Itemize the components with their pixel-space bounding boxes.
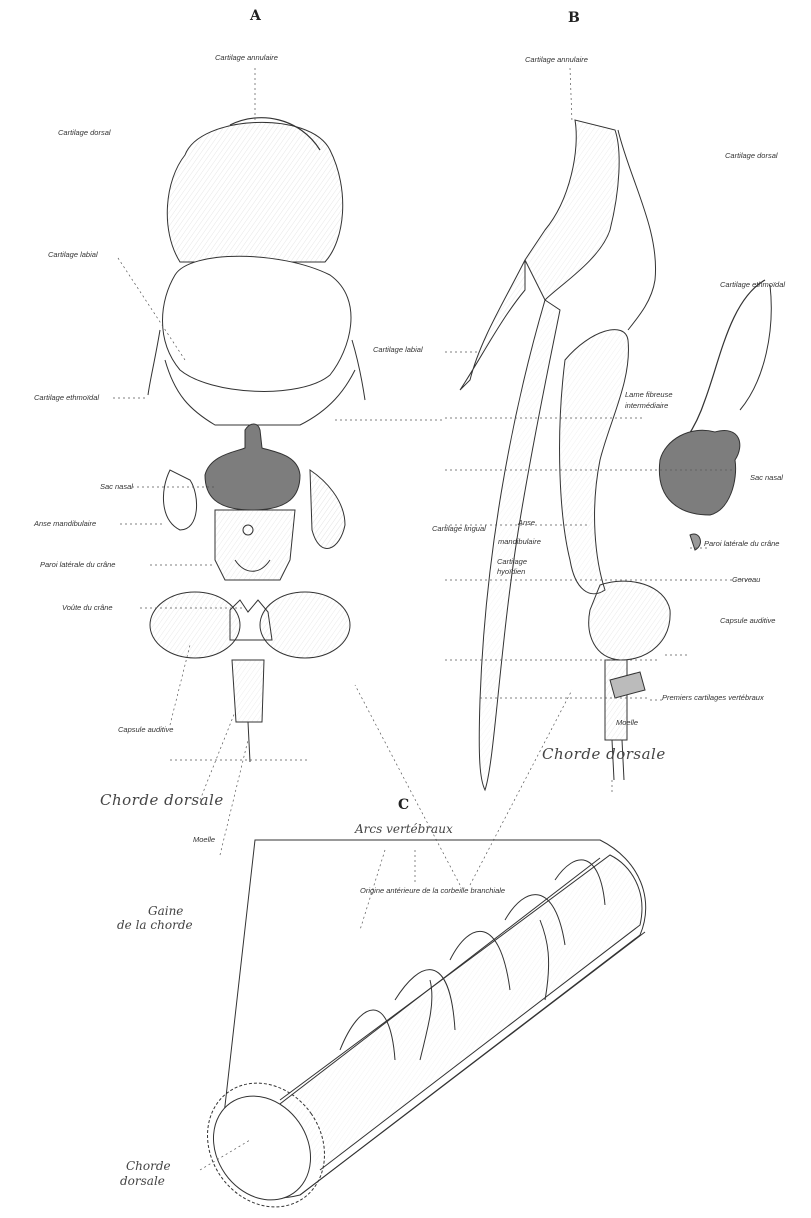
figure-label-a: A xyxy=(250,8,261,24)
a-label-anse-mandibulaire: Anse mandibulaire xyxy=(34,520,96,528)
a-label-capsule-auditive: Capsule auditive xyxy=(118,726,173,734)
b-label-cerveau: Cerveau xyxy=(732,576,760,584)
b-label-lame-intermediaire: intermédiaire xyxy=(625,402,668,410)
b-label-cartilage-lingual: Cartilage lingual xyxy=(432,525,486,533)
a-label-voute: Voûte du crâne xyxy=(62,604,113,612)
figure-label-c: C xyxy=(398,797,409,813)
c-label-arcs-vertebraux: Arcs vertébraux xyxy=(355,823,453,835)
b-label-chorde-dorsale: Chorde dorsale xyxy=(542,747,666,762)
b-label-mandibulaire: mandibulaire xyxy=(498,538,541,546)
b-label-cartilage-hyoidien-2: hyoïdien xyxy=(497,568,525,576)
b-label-cartilage-dorsal: Cartilage dorsal xyxy=(725,152,778,160)
b-label-paroi-laterale: Paroi latérale du crâne xyxy=(704,540,779,548)
b-label-moelle: Moelle xyxy=(616,719,638,727)
figure-label-b: B xyxy=(568,10,580,26)
b-label-lame-fibreuse: Lame fibreuse xyxy=(625,391,673,399)
b-label-sac-nasal: Sac nasal xyxy=(750,474,783,482)
c-label-chorde: Chorde xyxy=(126,1160,171,1172)
b-label-cartilage-ethmoidal: Cartilage ethmoïdal xyxy=(720,281,785,289)
a-label-moelle: Moelle xyxy=(193,836,215,844)
b-label-cartilage-hyoidien-1: Cartilage xyxy=(497,558,527,566)
figure-a-drawing xyxy=(148,118,365,762)
a-label-cartilage-dorsal: Cartilage dorsal xyxy=(58,129,111,137)
c-label-gaine: Gaine xyxy=(148,905,183,917)
figure-b-drawing xyxy=(460,120,771,790)
a-label-cartilage-ethmoidal: Cartilage ethmoïdal xyxy=(34,394,99,402)
b-label-cartilage-annulaire: Cartilage annulaire xyxy=(525,56,588,64)
a-label-origine: Origine antérieure de la corbeille branc… xyxy=(360,887,505,895)
a-label-cartilage-annulaire: Cartilage annulaire xyxy=(215,54,278,62)
b-label-cartilage-labial: Cartilage labial xyxy=(373,346,423,354)
a-label-paroi-laterale: Paroi latérale du crâne xyxy=(40,561,115,569)
b-label-capsule-auditive: Capsule auditive xyxy=(720,617,775,625)
c-label-dorsale: dorsale xyxy=(120,1175,165,1187)
b-label-premiers-cartilages: Premiers cartilages vertébraux xyxy=(662,694,764,702)
a-label-chorde-dorsale: Chorde dorsale xyxy=(100,793,224,808)
figure-c-drawing xyxy=(184,840,646,1218)
b-label-anse: Anse xyxy=(518,519,535,527)
a-label-cartilage-labial: Cartilage labial xyxy=(48,251,98,259)
a-label-sac-nasal: Sac nasal xyxy=(100,483,133,491)
c-label-gaine-chorde: de la chorde xyxy=(117,919,193,931)
